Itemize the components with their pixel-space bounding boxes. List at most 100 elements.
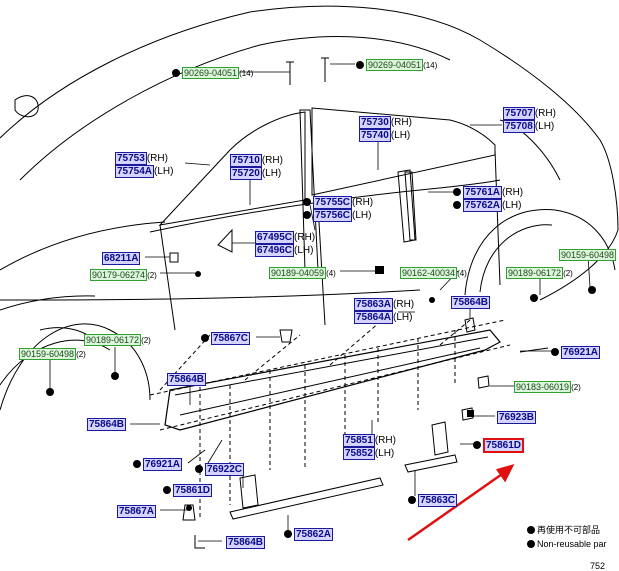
- label-76921a-a: 76921A: [551, 346, 601, 359]
- non-reusable-dot: [473, 441, 481, 449]
- bolt-number[interactable]: 90162-40034: [400, 267, 458, 279]
- non-reusable-dot: [453, 188, 461, 196]
- c-pillar-strip: [404, 171, 417, 241]
- label-90183: 90183-06019(2): [514, 381, 581, 393]
- label-75707: 75707(RH) 75708(LH): [503, 107, 556, 133]
- part-number[interactable]: 75861D: [173, 484, 213, 497]
- non-reusable-dot: [284, 530, 292, 538]
- non-reusable-dot: [163, 486, 171, 494]
- part-number[interactable]: 75864A: [354, 311, 394, 324]
- label-76922c: 76922C: [195, 463, 245, 476]
- non-reusable-dot: [453, 201, 461, 209]
- part-number[interactable]: 75864B: [226, 536, 266, 549]
- bolt-number[interactable]: 90189-04059: [269, 267, 327, 279]
- part-number[interactable]: 75862A: [294, 528, 334, 541]
- bolt-number[interactable]: 90183-06019: [514, 381, 572, 393]
- part-number[interactable]: 67495C: [255, 231, 295, 244]
- non-reusable-dot: [527, 540, 535, 548]
- front-wheel-inner: [0, 339, 111, 386]
- part-number[interactable]: 75720: [230, 167, 262, 180]
- label-75761: 75761A(RH) 75762A(LH): [453, 186, 523, 212]
- label-90162: 90162-40034(4): [400, 267, 467, 279]
- part-number[interactable]: 75863C: [418, 494, 458, 507]
- bolt-number[interactable]: 90179-06274: [90, 269, 148, 281]
- part-number[interactable]: 68211A: [102, 252, 141, 265]
- legend: 再使用不可部品 Non-reusable par: [527, 523, 607, 549]
- part-number[interactable]: 75863A: [354, 298, 394, 311]
- part-number-highlighted[interactable]: 75861D: [483, 438, 525, 453]
- rear-wheel-arch-inner: [479, 224, 553, 293]
- bolt-number[interactable]: 90189-06172: [84, 334, 142, 346]
- part-number[interactable]: 75864B: [451, 296, 491, 309]
- label-90269-b: 90269-04051(14): [356, 59, 437, 71]
- part-number[interactable]: 75707: [503, 107, 535, 120]
- bolt-number[interactable]: 90159-60498: [559, 249, 617, 261]
- part-number[interactable]: 75867A: [117, 505, 157, 518]
- label-90189-c: 90189-06172(2): [84, 334, 151, 346]
- flap-76921A: [519, 347, 549, 353]
- part-number[interactable]: 75740: [359, 129, 391, 142]
- body-rear: [539, 229, 619, 301]
- part-number[interactable]: 75753: [115, 152, 147, 165]
- part-number[interactable]: 75755C: [313, 196, 353, 209]
- non-reusable-dot: [527, 526, 535, 534]
- label-75863: 75863A(RH) 75864A(LH): [354, 298, 415, 324]
- label-67495: 67495C(RH) 67496C(LH): [255, 231, 316, 257]
- belt-line: [149, 179, 501, 233]
- part-number[interactable]: 75762A: [463, 199, 503, 212]
- hook-75864B: [194, 535, 205, 549]
- roof-inner: [19, 36, 451, 181]
- non-reusable-dot: [408, 496, 416, 504]
- fender-line: [0, 295, 96, 311]
- part-number[interactable]: 67496C: [255, 244, 295, 257]
- bolt-number[interactable]: 90159-60498: [19, 348, 77, 360]
- rocker-moulding-lower: [179, 347, 481, 416]
- non-reusable-dot: [172, 69, 180, 77]
- bolt-number[interactable]: 90189-06172: [506, 267, 564, 279]
- part-number[interactable]: 76921A: [561, 346, 601, 359]
- part-number[interactable]: 75864B: [87, 418, 127, 431]
- label-90269-a: 90269-04051(14): [172, 67, 253, 79]
- bolt-number[interactable]: 90269-04051: [366, 59, 424, 71]
- clip-75867A: [182, 504, 196, 521]
- part-number[interactable]: 75730: [359, 116, 391, 129]
- part-number[interactable]: 75761A: [463, 186, 503, 199]
- part-number[interactable]: 76921A: [143, 458, 183, 471]
- label-75851: 75851(RH) 75852(LH): [343, 434, 396, 460]
- bracket-75864B: [464, 317, 476, 333]
- label-90159-b: 90159-60498(2): [19, 348, 86, 360]
- part-number[interactable]: 75708: [503, 120, 535, 133]
- label-75710: 75710(RH) 75720(LH): [230, 154, 283, 180]
- quarter-glass: [217, 228, 233, 253]
- pad-75861D-b: [239, 474, 259, 509]
- rocker-moulding-top: [174, 336, 489, 396]
- label-75864b-a: 75864B: [451, 296, 491, 309]
- bracket-90183: [477, 375, 490, 389]
- part-number[interactable]: 75710: [230, 154, 262, 167]
- rear-wheel-arch: [464, 208, 616, 296]
- part-number[interactable]: 75756C: [313, 209, 353, 222]
- part-number[interactable]: 76923B: [497, 411, 537, 424]
- clip-75867C: [279, 329, 293, 343]
- rear-door-rear: [494, 149, 501, 286]
- part-number[interactable]: 75867C: [211, 332, 251, 345]
- part-number[interactable]: 75754A: [115, 165, 155, 178]
- legend-jp: 再使用不可部品: [537, 525, 601, 535]
- part-number[interactable]: 76922C: [205, 463, 245, 476]
- front-door-line: [159, 224, 176, 331]
- lower-body: [0, 289, 421, 301]
- non-reusable-dot: [201, 334, 209, 342]
- part-number[interactable]: 75851: [343, 434, 375, 447]
- label-75863c: 75863C: [408, 494, 458, 507]
- label-75862a: 75862A: [284, 528, 334, 541]
- part-number[interactable]: 75852: [343, 447, 375, 460]
- label-90189-b: 90189-06172(2): [506, 267, 573, 279]
- front-window: [158, 111, 306, 226]
- part-number[interactable]: 75864B: [167, 373, 207, 386]
- label-75753: 75753(RH) 75754A(LH): [115, 152, 174, 178]
- bolt-number[interactable]: 90269-04051: [182, 67, 240, 79]
- label-76921a-b: 76921A: [133, 458, 183, 471]
- rocker-moulding: [164, 329, 501, 431]
- non-reusable-dot: [303, 211, 311, 219]
